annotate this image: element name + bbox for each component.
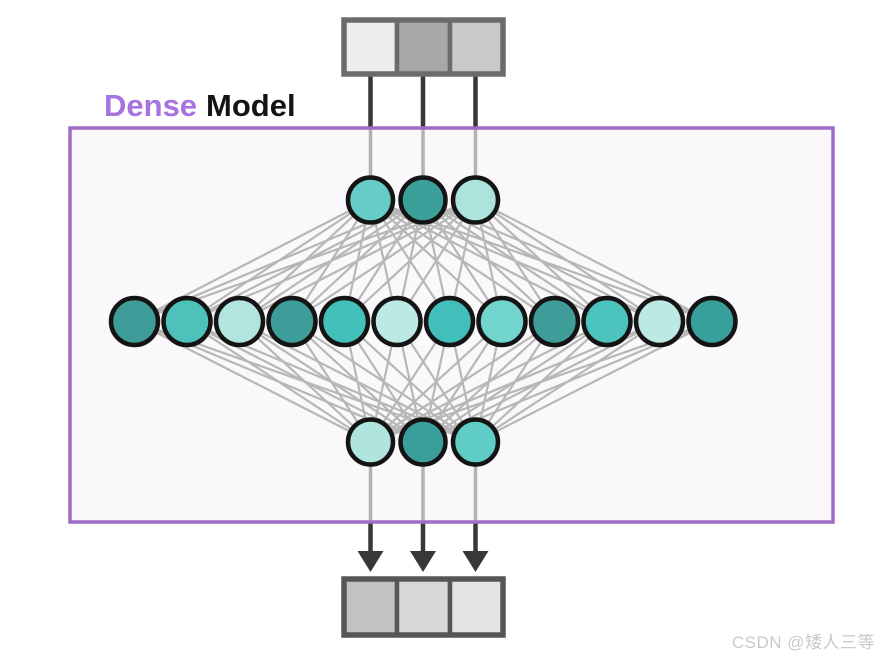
output-token-bar-cell	[341, 576, 400, 638]
input-token-bar-cell	[447, 17, 506, 77]
neuron-hidden	[266, 295, 318, 348]
arrowhead-down-icon	[410, 551, 436, 572]
neuron-top	[398, 175, 448, 225]
output-token-bar-frame	[341, 576, 506, 638]
neuron-top	[450, 175, 501, 225]
neuron-top	[345, 175, 396, 225]
neuron-hidden	[686, 295, 738, 348]
neuron-hidden	[108, 295, 161, 348]
neuron-bottom	[398, 417, 448, 467]
arrowhead-down-icon	[357, 551, 384, 572]
title-word-dense: Dense	[104, 88, 198, 123]
connection-line	[474, 199, 661, 323]
output-token-bar-cell	[394, 576, 453, 638]
dense-model-box-border	[68, 126, 835, 524]
neuron-hidden	[213, 295, 266, 348]
watermark: CSDN @矮人三等	[731, 633, 875, 652]
connection-line	[291, 199, 477, 323]
title-word-model: Model	[206, 88, 296, 123]
input-token-bar-cell	[341, 17, 400, 77]
neuron-hidden	[423, 295, 476, 348]
neuron-hidden	[633, 295, 686, 348]
output-token-bar-cell	[447, 576, 506, 638]
connection-line	[186, 320, 372, 443]
input-token-bar-cell	[394, 17, 453, 77]
connection-line	[369, 320, 503, 443]
neuron-bottom	[450, 417, 501, 467]
connection-line	[474, 199, 608, 323]
connection-line	[369, 320, 556, 443]
neuron-hidden	[371, 295, 423, 348]
neuron-hidden	[161, 295, 213, 348]
input-token-bar-frame	[341, 17, 506, 77]
connection-line	[343, 199, 477, 323]
arrowhead-down-icon	[462, 551, 489, 572]
neuron-hidden	[318, 295, 371, 348]
connection-line	[238, 320, 372, 443]
neuron-bottom	[345, 417, 396, 467]
neuron-hidden	[581, 295, 633, 348]
neuron-hidden	[476, 295, 528, 348]
neuron-hidden	[528, 295, 581, 348]
